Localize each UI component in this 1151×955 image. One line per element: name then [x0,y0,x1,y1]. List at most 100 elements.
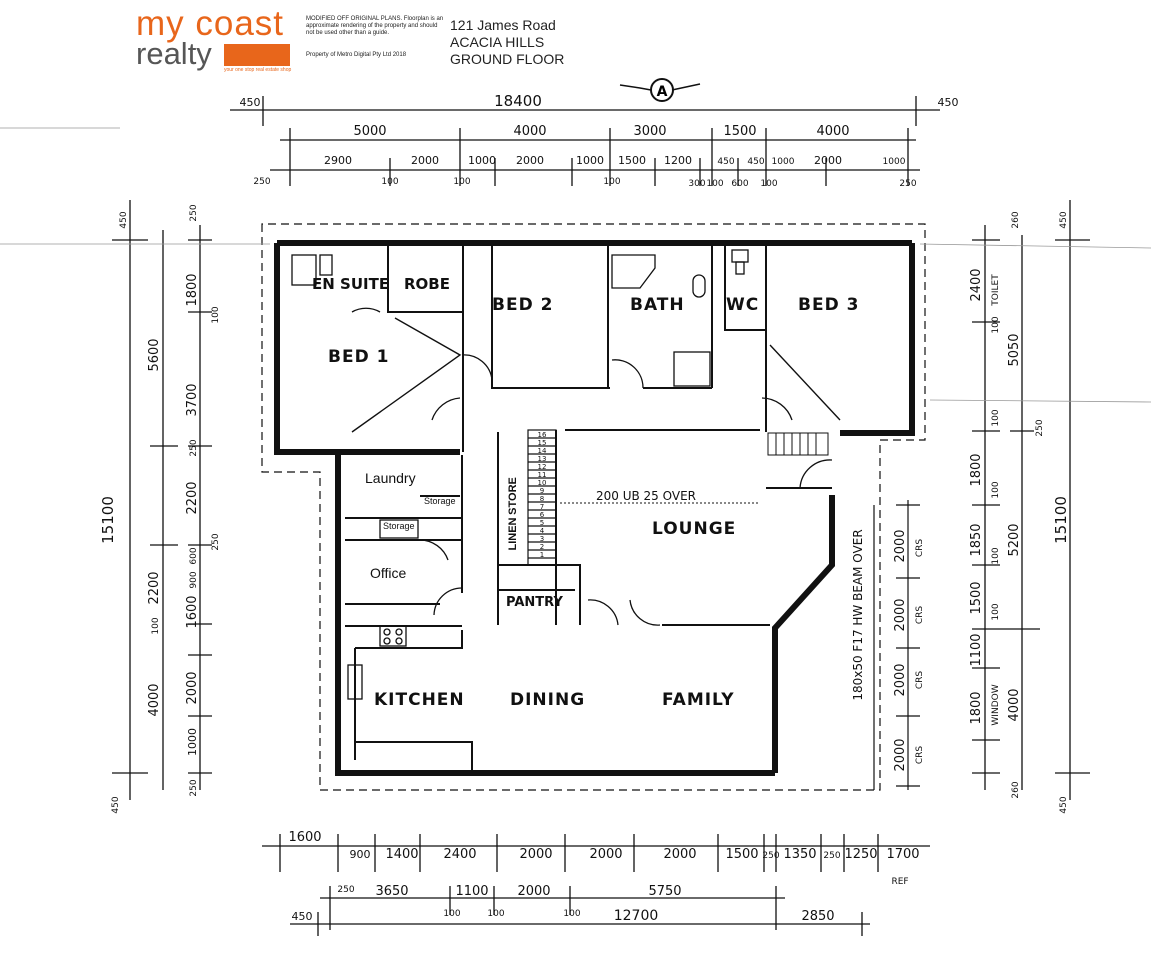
dim-right-mid-3: 4000 [1007,688,1022,721]
dim-bottom-row2-5: 5750 [648,884,681,899]
dim-top-small-7: 600 [731,179,748,189]
stair-step-6: 6 [540,511,545,519]
dim-top-small-4: 100 [603,177,620,187]
room-label-bed3: BED 3 [798,295,859,315]
dim-left-small-8: 250 [189,779,199,796]
room-label-store: STORE [507,477,519,515]
dim-top-row2-1: 5000 [353,124,386,139]
room-label-wc: WC [726,295,759,315]
dim-left-inner-6: 2000 [185,671,200,704]
stair-step-15: 15 [538,439,547,447]
dim-bottom-row2-3: 1100 [455,884,488,899]
bath-shower [673,351,711,387]
dim-top-small-3: 100 [453,177,470,187]
dim-top-row2-4: 1500 [723,124,756,139]
dim-bottom-2: 900 [350,848,371,861]
dim-bottom-row2-1: 250 [337,885,354,895]
note-crs-1: CRS [915,539,925,558]
stair-step-numbers: 16 15 14 13 12 11 10 9 8 7 6 5 4 3 2 1 [538,431,547,559]
dim-left-inner-4: 2200 [147,571,162,604]
stair-step-14: 14 [538,447,547,455]
fixtures [291,249,749,700]
note-crs-4: CRS [915,746,925,765]
dim-left-mid-1: 5600 [147,338,162,371]
disclaimer-text: MODIFIED OFF ORIGINAL PLANS. Floorplan i… [306,16,444,36]
dim-crs-4: 2000 [893,738,908,771]
dim-bottom-9: 250 [762,851,779,861]
dim-right-small-4: 250 [1035,419,1045,436]
ensuite-shower [291,254,317,286]
dim-top-row3-10: 1000 [772,157,795,167]
dim-top-small-1: 250 [253,177,270,187]
dim-right-outer: 15100 [1052,496,1070,544]
ensuite-vanity [319,254,333,276]
dim-left-inner-5: 1600 [185,595,200,628]
door-swings [351,307,833,626]
section-marker-label: A [657,84,668,100]
stair-step-2: 2 [540,543,544,551]
dim-bottom-5: 2000 [519,847,552,862]
room-label-storage-b: Storage [383,521,415,531]
stair-step-1: 1 [540,551,544,559]
dim-right-mid-2: 5200 [1007,523,1022,556]
stair-step-7: 7 [540,503,544,511]
right-dimension-lines [972,200,1090,800]
room-label-pantry: PANTRY [506,595,563,610]
stair-step-10: 10 [538,479,547,487]
cooktop [379,625,407,647]
address-line-1: 121 James Road [450,17,556,33]
diagonal-lines [351,317,841,433]
dim-top-small-2: 100 [381,177,398,187]
dim-right-inner-2: 1800 [969,453,984,486]
dim-left-small-2: 100 [211,306,221,323]
dim-left-inner-1: 1800 [185,273,200,306]
dim-right-top-450: 450 [1059,211,1069,228]
wc-cistern [731,249,749,263]
bottom-dimension-text: 1600 900 1400 2400 2000 2000 2000 1500 2… [288,830,919,924]
note-crs-2: CRS [915,606,925,625]
stair-step-8: 8 [540,495,544,503]
dim-left-top-450: 450 [119,211,129,228]
external-walls [274,240,915,776]
dim-right-small-1: 260 [1011,211,1021,228]
eaves-outline [261,223,926,791]
dim-top-row3-7: 1200 [664,154,692,167]
dim-left-mid-2: 4000 [147,683,162,716]
dim-top-right-450: 450 [938,96,959,109]
dim-top-row3-12: 1000 [883,157,906,167]
dim-bottom-8: 1500 [725,847,758,862]
bath-basin [692,274,706,298]
right-dimension-text: 15100 450 450 5050 5200 4000 2400 1800 1… [969,211,1070,813]
kitchen-sink [347,664,363,700]
dim-left-small-6: 600 [189,547,199,564]
logo-text-my-coast: my coast [136,4,285,43]
dim-bottom-row3-2: 12700 [614,908,659,924]
staircase [527,429,557,566]
address-line-3: GROUND FLOOR [450,51,565,67]
dim-top-total: 18400 [494,92,542,110]
dim-crs-2: 2000 [893,598,908,631]
scan-noise [0,127,1151,403]
dim-top-row3-5: 1000 [576,154,604,167]
stair-step-16: 16 [538,431,547,439]
beam-crs-text: 2000 2000 2000 2000 CRS CRS CRS CRS 180x… [851,529,925,771]
stair-step-13: 13 [538,455,547,463]
bath-tub [611,254,656,289]
room-label-bath: BATH [630,295,685,315]
dim-right-inner-3: 1850 [969,523,984,556]
dim-top-row3-4: 2000 [516,154,544,167]
note-ref: REF [891,877,908,887]
dim-bottom-row2-small-3: 100 [563,909,580,919]
dim-left-small-3: 250 [189,439,199,456]
note-hw-beam: 180x50 F17 HW BEAM OVER [851,529,865,700]
dim-right-inner-4: 1500 [969,581,984,614]
room-label-laundry: Laundry [365,470,416,486]
stair-step-5: 5 [540,519,544,527]
dim-bottom-6: 2000 [589,847,622,862]
dim-right-small-5: 100 [991,481,1001,498]
left-dimension-text: 15100 450 450 5600 4000 1800 3700 2200 2… [99,204,221,813]
room-labels: EN SUITE ROBE BED 1 BED 2 BATH WC BED 3 … [312,275,859,710]
dim-left-small-7: 100 [151,617,161,634]
dim-bottom-row2-small-1: 100 [443,909,460,919]
